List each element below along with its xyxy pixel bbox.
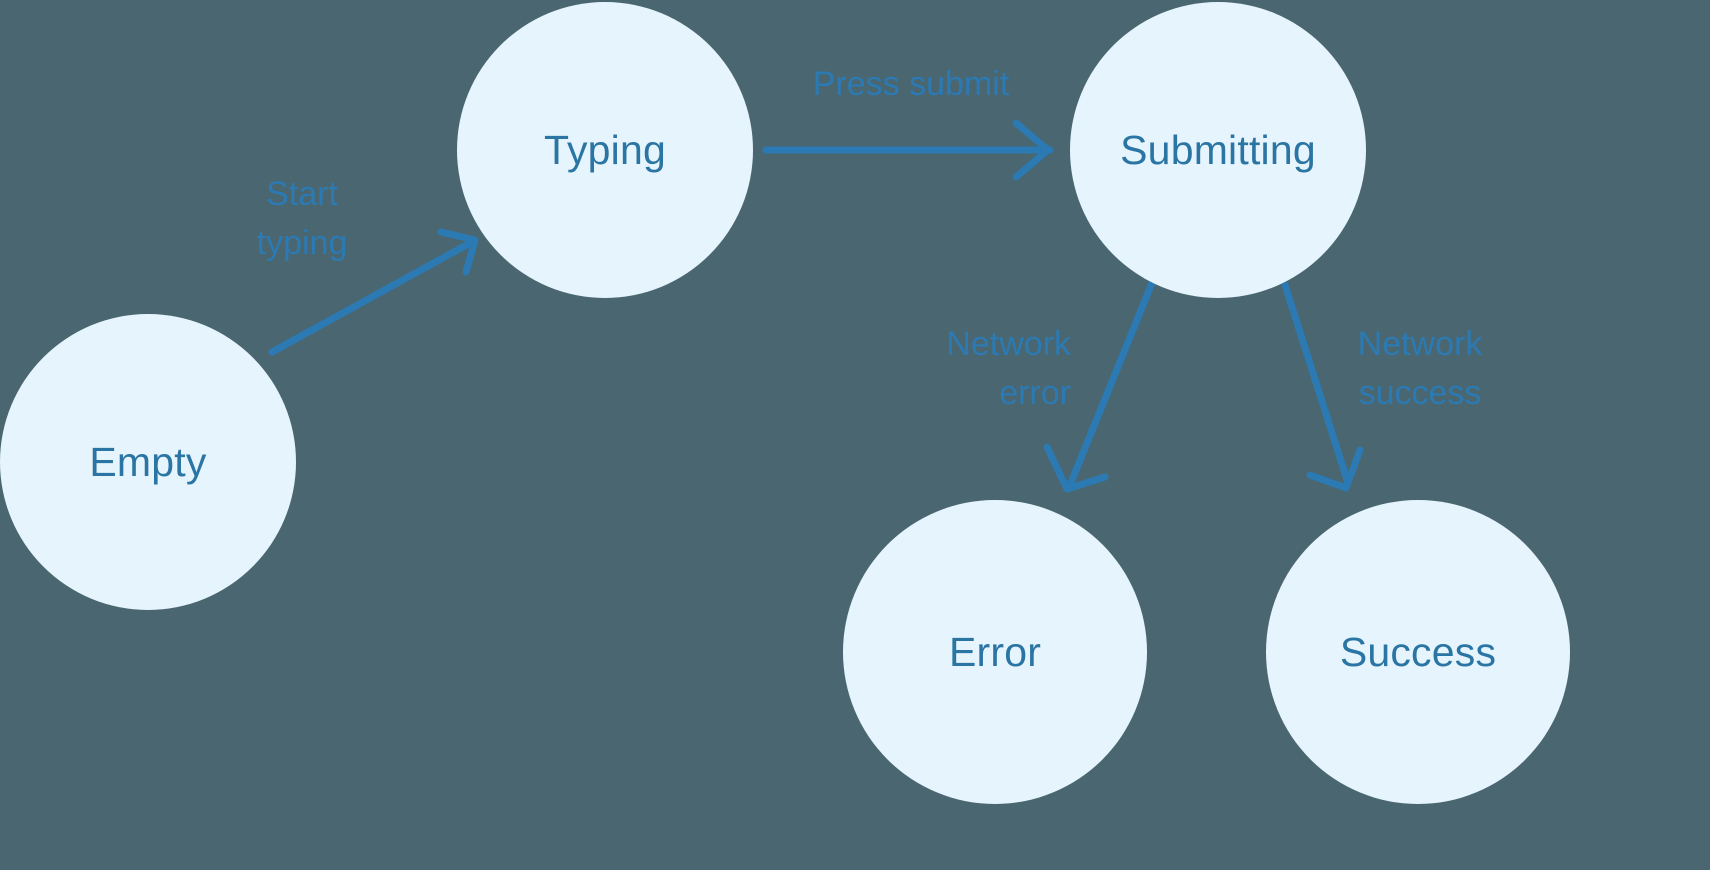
state-node-submitting-label: Submitting bbox=[1120, 126, 1316, 173]
state-node-error-label: Error bbox=[948, 628, 1042, 675]
edge-label-network-error: Network error bbox=[946, 325, 1071, 413]
state-node-empty[interactable]: Empty bbox=[0, 314, 296, 610]
edge-label-press-submit: Press submit bbox=[812, 65, 1010, 103]
edge-submitting-to-error bbox=[1043, 279, 1156, 493]
edge-typing-to-submitting bbox=[762, 119, 1054, 181]
edge-label-network-success: Network success bbox=[1357, 325, 1483, 413]
state-node-empty-label: Empty bbox=[89, 438, 207, 485]
state-node-success[interactable]: Success bbox=[1266, 500, 1570, 804]
edge-label-start-typing: Start typing bbox=[256, 175, 348, 263]
state-node-typing[interactable]: Typing bbox=[457, 2, 753, 298]
edge-empty-to-typing bbox=[268, 228, 479, 356]
edge-submitting-to-success bbox=[1281, 281, 1364, 492]
state-node-success-label: Success bbox=[1339, 628, 1497, 675]
state-node-error[interactable]: Error bbox=[843, 500, 1147, 804]
state-node-typing-label: Typing bbox=[544, 126, 666, 173]
state-node-submitting[interactable]: Submitting bbox=[1070, 2, 1366, 298]
